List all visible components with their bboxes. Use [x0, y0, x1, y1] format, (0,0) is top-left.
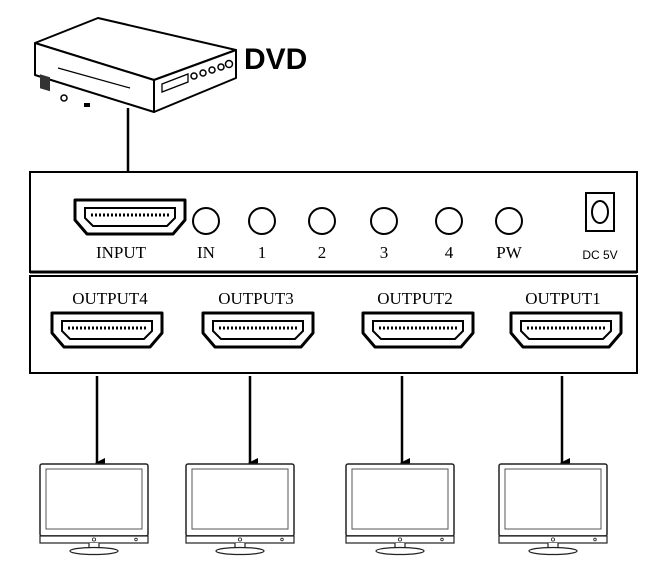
hdmi-output3-port-icon [201, 311, 315, 349]
output3-label: OUTPUT3 [218, 289, 294, 308]
monitor-icon [185, 463, 295, 556]
led-label-2: 2 [318, 243, 327, 262]
input-port-label: INPUT [96, 243, 147, 262]
led-indicator-icon [495, 207, 523, 235]
dvd-label: DVD [244, 43, 307, 76]
led-label-in: IN [197, 243, 215, 262]
dc-power-jack-icon [585, 192, 615, 232]
hdmi-output2-port-icon [361, 311, 475, 349]
dvd-player-icon [34, 17, 237, 113]
dc-power-label: DC 5V [582, 248, 617, 262]
hdmi-output4-port-icon [50, 311, 164, 349]
led-label-4: 4 [445, 243, 454, 262]
led-indicator-icon [435, 207, 463, 235]
hdmi-input-port-icon [73, 198, 187, 236]
led-label-3: 3 [380, 243, 389, 262]
output2-label: OUTPUT2 [377, 289, 453, 308]
led-indicator-icon [192, 207, 220, 235]
led-indicator-icon [248, 207, 276, 235]
hdmi-output1-port-icon [509, 311, 623, 349]
led-label-1: 1 [258, 243, 267, 262]
monitor-icon [345, 463, 455, 556]
led-label-pw: PW [496, 243, 522, 262]
monitor-icon [498, 463, 608, 556]
output4-label: OUTPUT4 [72, 289, 148, 308]
output1-label: OUTPUT1 [525, 289, 601, 308]
led-indicator-icon [308, 207, 336, 235]
monitor-icon [39, 463, 149, 556]
led-indicator-icon [370, 207, 398, 235]
